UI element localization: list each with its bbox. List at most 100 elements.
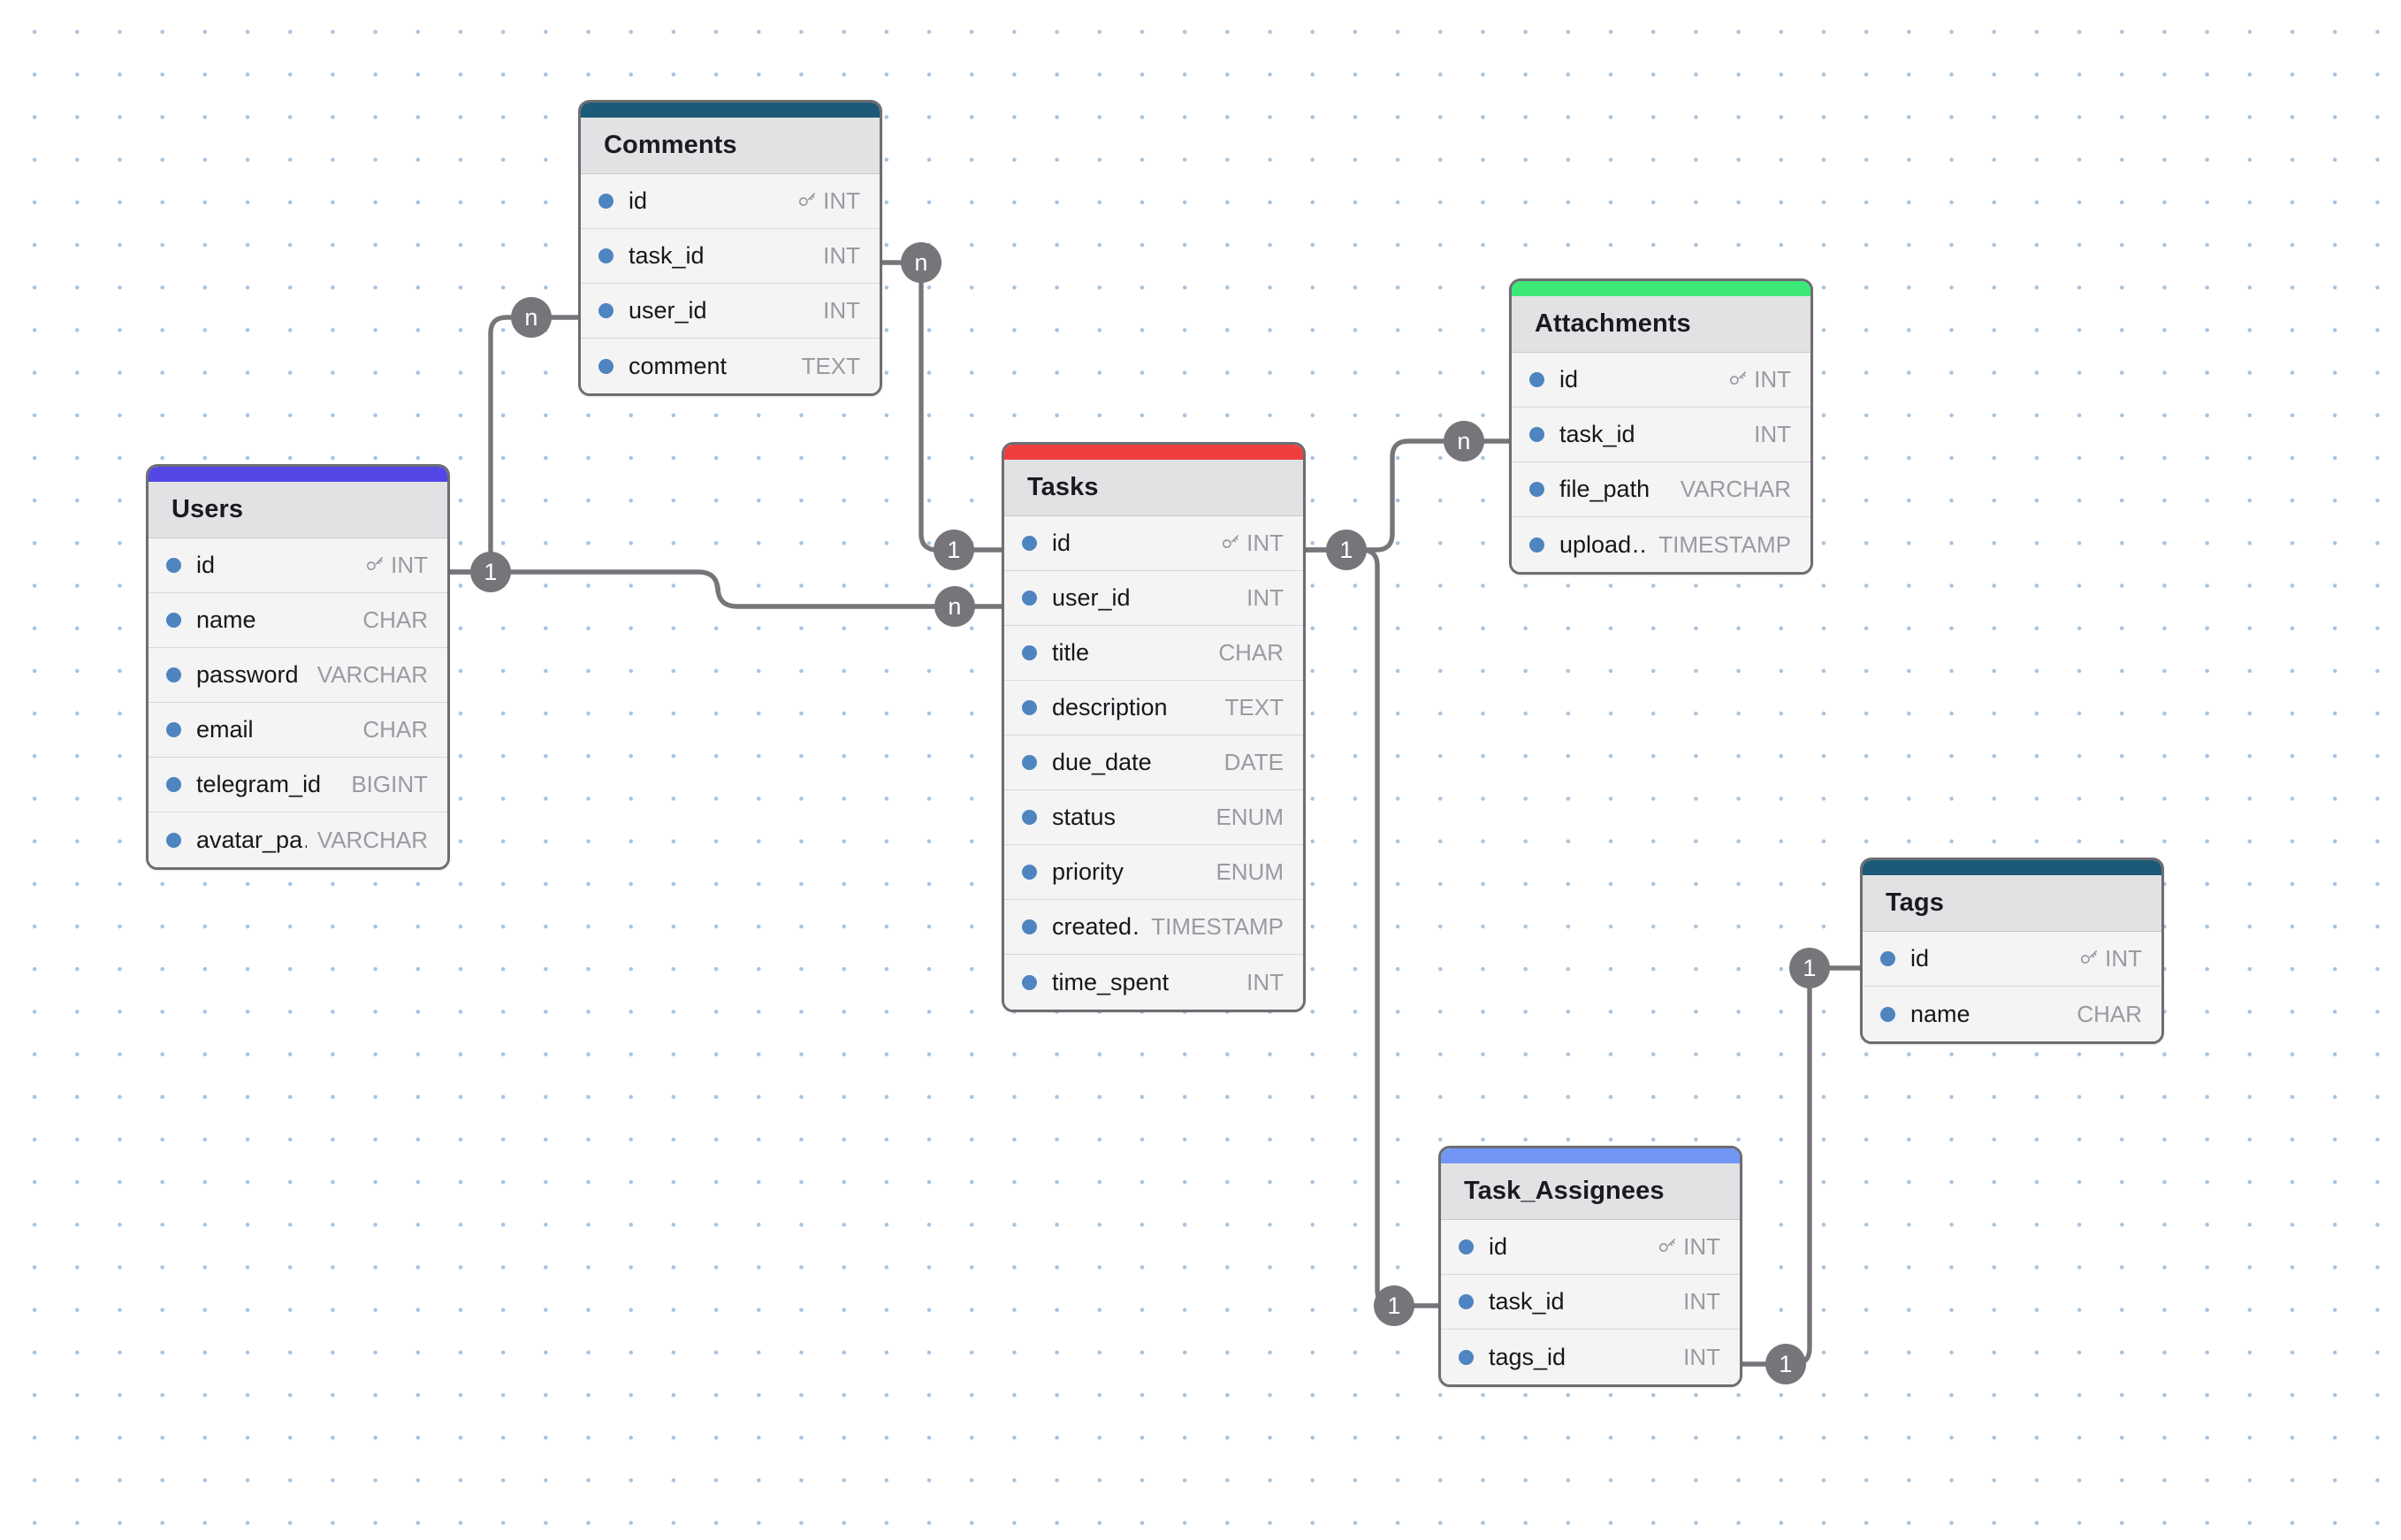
field-name: comment — [629, 352, 728, 379]
field-type: VARCHAR — [316, 661, 428, 688]
field-name: task_id — [1559, 421, 1635, 447]
table-title: Tags — [1886, 888, 1944, 917]
field-name: description — [1052, 694, 1168, 720]
field-type: TEXT — [1224, 694, 1284, 720]
table-header[interactable]: Comments — [581, 118, 880, 174]
field-name: title — [1052, 639, 1090, 666]
cardinality-badge[interactable]: n — [934, 586, 975, 627]
cardinality-badge[interactable]: n — [511, 297, 552, 338]
field-meta: INT — [812, 297, 860, 324]
table-field-row[interactable]: upload…TIMESTAMP — [1512, 517, 1810, 572]
table-field-row[interactable]: user_id INT — [581, 284, 880, 339]
relationship-connector[interactable] — [880, 260, 1004, 553]
table-accent-bar — [1512, 281, 1810, 296]
table-field-row[interactable]: email CHAR — [149, 703, 447, 758]
field-bullet-icon — [1880, 951, 1895, 966]
field-name: id — [629, 187, 648, 214]
field-meta: CHAR — [352, 716, 428, 743]
table-field-row[interactable]: created…TIMESTAMP — [1004, 900, 1303, 955]
field-meta: INT — [1673, 1288, 1720, 1315]
field-bullet-icon — [1022, 810, 1037, 825]
field-bullet-icon — [598, 194, 614, 209]
field-meta: CHAR — [352, 606, 428, 634]
field-meta: INT — [785, 187, 860, 215]
field-meta: TEXT — [791, 353, 860, 380]
relationship-connector[interactable] — [447, 569, 1004, 609]
field-name: telegram_id — [196, 771, 322, 797]
cardinality-badge[interactable]: 1 — [470, 552, 511, 592]
relationship-connector[interactable] — [1740, 965, 1863, 1367]
field-bullet-icon — [1022, 536, 1037, 551]
table-header[interactable]: Attachments — [1512, 296, 1810, 353]
field-name: user_id — [629, 297, 707, 324]
cardinality-badge[interactable]: n — [901, 242, 941, 283]
table-accent-bar — [1004, 445, 1303, 460]
relationship-connector[interactable] — [447, 315, 581, 575]
table-header[interactable]: Users — [149, 482, 447, 538]
field-meta: INT — [1236, 969, 1284, 996]
field-meta: INT — [2067, 945, 2142, 972]
field-bullet-icon — [166, 832, 181, 848]
cardinality-badge[interactable]: 1 — [1765, 1344, 1806, 1384]
table-field-row[interactable]: id INT — [149, 538, 447, 593]
table-field-row[interactable]: id INT — [581, 174, 880, 229]
cardinality-badge[interactable]: 1 — [1789, 948, 1830, 988]
field-name: id — [1559, 366, 1579, 393]
field-type: ENUM — [1216, 804, 1284, 830]
field-type: INT — [823, 297, 860, 324]
field-meta: VARCHAR — [307, 661, 428, 689]
table-field-row[interactable]: status ENUM — [1004, 790, 1303, 845]
table-header[interactable]: Task_Assignees — [1441, 1163, 1740, 1220]
table-title: Users — [172, 495, 244, 523]
field-bullet-icon — [1529, 372, 1544, 387]
field-name: status — [1052, 804, 1117, 830]
key-icon — [1656, 1237, 1677, 1258]
table-accent-bar — [1441, 1148, 1740, 1163]
field-meta: TIMESTAMP — [1648, 531, 1791, 559]
table-field-row[interactable]: comment TEXT — [581, 339, 880, 393]
field-type: INT — [391, 552, 428, 578]
cardinality-badge[interactable]: 1 — [1374, 1285, 1414, 1326]
field-bullet-icon — [1880, 1006, 1895, 1022]
cardinality-badge[interactable]: n — [1444, 421, 1484, 461]
field-type: TIMESTAMP — [1658, 530, 1791, 558]
cardinality-badge[interactable]: 1 — [934, 530, 974, 570]
cardinality-badge[interactable]: 1 — [1326, 530, 1367, 570]
table-header[interactable]: Tags — [1863, 875, 2161, 932]
field-meta: ENUM — [1205, 804, 1284, 831]
field-name: file_path — [1559, 476, 1650, 502]
relationship-connector[interactable] — [1303, 547, 1441, 1308]
table-field-row[interactable]: avatar_pa…VARCHAR — [149, 812, 447, 867]
field-bullet-icon — [1529, 537, 1544, 553]
field-name: email — [196, 716, 254, 743]
table-header[interactable]: Tasks — [1004, 460, 1303, 516]
field-name: id — [196, 552, 216, 578]
table-field-row[interactable]: description TEXT — [1004, 681, 1303, 736]
field-bullet-icon — [1022, 755, 1037, 770]
